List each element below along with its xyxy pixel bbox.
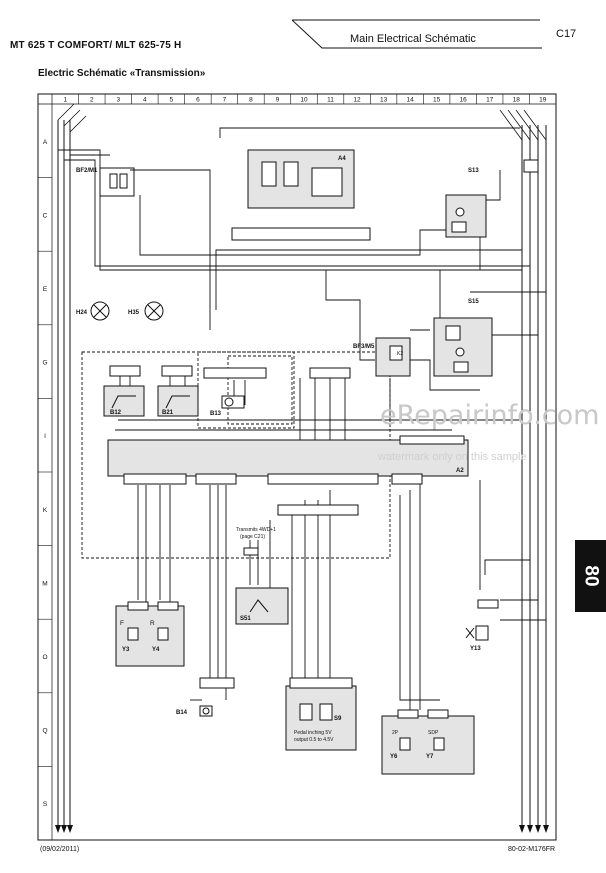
- label-a4: A4: [338, 156, 346, 162]
- module-a4: A4: [247, 149, 355, 209]
- row-label: A: [43, 139, 48, 146]
- label-b21: B21: [162, 410, 174, 416]
- row-label: K: [43, 507, 48, 514]
- switch-s13: S13: [445, 168, 487, 238]
- label-s9: S9: [334, 716, 342, 722]
- label-a2: A2: [456, 468, 464, 474]
- column-label: 16: [460, 97, 468, 104]
- relay-bf3-m5: BF3/M5 K2: [353, 337, 411, 377]
- schematic-frame: [37, 93, 557, 841]
- row-label: C: [43, 212, 48, 219]
- label-y6: Y6: [390, 754, 398, 760]
- note-pedal-2: output 0.5 to 4.5V: [294, 737, 334, 743]
- header-tab-shape: [292, 19, 542, 49]
- column-label: 12: [353, 97, 361, 104]
- column-label: 5: [170, 97, 174, 104]
- label-bf3-m5: BF3/M5: [353, 344, 375, 350]
- row-label: Q: [42, 728, 47, 735]
- column-label: 1: [63, 97, 67, 104]
- lamp-h24: H24: [76, 301, 110, 321]
- label-s13: S13: [468, 168, 479, 174]
- label-y7-letter: SDP: [428, 730, 439, 736]
- sensor-b13: B13: [210, 395, 245, 417]
- label-b12: B12: [110, 410, 122, 416]
- column-label: 10: [300, 97, 308, 104]
- watermark-text: eRepairinfo.com: [380, 400, 600, 431]
- label-s51: S51: [240, 616, 251, 622]
- column-label: 2: [90, 97, 94, 104]
- row-label: E: [43, 286, 48, 293]
- schematic-tab-title: Main Electrical Schématic: [350, 33, 476, 45]
- label-y3-letter: F: [120, 620, 124, 627]
- label-bf2-m1: BF2/M1: [76, 168, 98, 174]
- column-label: 17: [486, 97, 494, 104]
- note-transmits-1: Transmits 4WD+1: [236, 527, 276, 533]
- column-label: 3: [117, 97, 121, 104]
- solenoid-block-y6-y7: 2P SDP Y6 Y7: [381, 709, 475, 775]
- footer-date: (09/02/2011): [40, 846, 80, 853]
- column-label: 15: [433, 97, 441, 104]
- label-y7: Y7: [426, 754, 434, 760]
- watermark-subtext: watermark only on this sample: [378, 451, 527, 463]
- row-label: G: [42, 360, 47, 367]
- column-label: 13: [380, 97, 388, 104]
- label-h35: H35: [128, 310, 140, 316]
- note-pedal-1: Pedal inching 5V: [294, 730, 332, 736]
- column-label: 6: [196, 97, 200, 104]
- connector-b12: [109, 365, 141, 377]
- page-number: C17: [556, 28, 577, 40]
- column-label: 8: [249, 97, 253, 104]
- relay-bf2-m1: BF2/M1: [76, 167, 135, 197]
- label-y4: Y4: [152, 647, 160, 653]
- label-y4-letter: R: [150, 620, 155, 627]
- connector-b21: [161, 365, 193, 377]
- column-label: 4: [143, 97, 147, 104]
- dashed-box-inner: [227, 355, 293, 425]
- connector-x3: [309, 367, 351, 379]
- row-label: I: [44, 433, 46, 440]
- controller-a2: A2: [107, 435, 469, 477]
- lamp-h35: H35: [128, 301, 164, 321]
- sensor-b21: B21: [157, 385, 199, 417]
- connector-b13: [203, 367, 267, 379]
- column-label: 9: [276, 97, 280, 104]
- section-title: Electric Schématic «Transmission»: [38, 68, 206, 79]
- sensor-b14: B14: [176, 677, 235, 717]
- column-label: 18: [513, 97, 521, 104]
- note-transmits-2: (page C21): [240, 534, 265, 540]
- row-label: O: [42, 654, 47, 661]
- model-title: MT 625 T COMFORT/ MLT 625-75 H: [10, 40, 182, 51]
- connector-a4: [231, 227, 371, 241]
- row-label: M: [42, 580, 47, 587]
- column-label: 19: [539, 97, 547, 104]
- chapter-tab: 80: [575, 540, 606, 612]
- label-b14: B14: [176, 710, 188, 716]
- label-b13: B13: [210, 411, 222, 417]
- label-y6-letter: 2P: [392, 730, 399, 736]
- label-y3: Y3: [122, 647, 130, 653]
- switch-s15: S15: [433, 299, 493, 377]
- solenoid-block-y3-y4: F R Y3 Y4: [115, 601, 185, 667]
- label-s15: S15: [468, 299, 479, 305]
- column-label: 11: [327, 97, 334, 104]
- switch-s51: S51: [235, 587, 289, 625]
- label-y13: Y13: [470, 646, 481, 652]
- footer-code: 80-02-M176FR: [508, 846, 556, 853]
- sensor-b12: B12: [103, 385, 145, 417]
- label-k2: K2: [397, 351, 403, 357]
- solenoid-y13: Y13: [465, 599, 499, 652]
- label-h24: H24: [76, 310, 88, 316]
- column-label: 7: [223, 97, 227, 104]
- column-label: 14: [406, 97, 414, 104]
- row-label: S: [43, 801, 48, 808]
- pedal-s9: S9 Pedal inching 5V output 0.5 to 4.5V: [285, 677, 357, 751]
